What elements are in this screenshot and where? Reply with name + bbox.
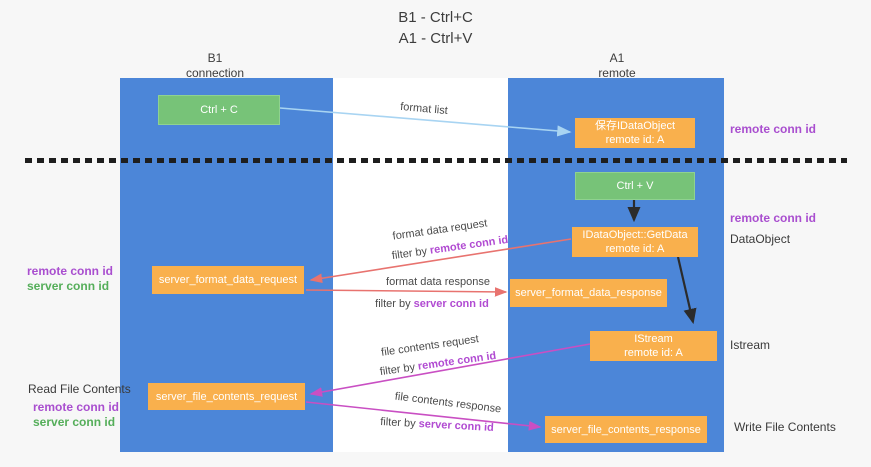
node-idataobject-getdata-line1: IDataObject::GetData xyxy=(582,229,688,241)
left-label-remote-conn-id-1: remote conn id xyxy=(27,264,114,278)
node-server-file-contents-request: server_file_contents_request xyxy=(148,383,305,410)
node-istream: IStream remote id: A xyxy=(590,331,717,361)
node-ctrl-c: Ctrl + C xyxy=(158,95,280,125)
lifeline-b1-role: connection xyxy=(185,66,245,80)
lifeline-a1-name: A1 xyxy=(609,51,625,65)
left-label-server-conn-id-1: server conn id xyxy=(27,279,110,293)
node-idataobject-getdata: IDataObject::GetData remote id: A xyxy=(572,227,698,257)
lifeline-header-b1: B1 connection xyxy=(155,51,275,81)
node-istream-line1: IStream xyxy=(634,333,673,345)
lifeline-a1-role: remote xyxy=(598,66,636,80)
caption-format-data-response: format data response xyxy=(386,276,490,288)
node-idataobject-getdata-line2: remote id: A xyxy=(605,243,665,255)
left-label-remote-conn-id-2: remote conn id xyxy=(33,400,120,414)
right-label-remote-conn-id-2: remote conn id xyxy=(730,211,817,225)
node-save-idataobject: 保存IDataObject remote id: A xyxy=(575,118,695,148)
node-ctrl-v-label: Ctrl + V xyxy=(616,180,654,192)
node-server-format-data-request-label: server_format_data_request xyxy=(158,274,298,286)
left-label-server-conn-id-2: server conn id xyxy=(33,415,116,429)
left-label-read-file-contents: Read File Contents xyxy=(28,382,131,396)
node-save-idataobject-line1: 保存IDataObject xyxy=(594,120,676,132)
diagram-title: B1 - Ctrl+C A1 - Ctrl+V xyxy=(0,7,871,49)
node-ctrl-c-label: Ctrl + C xyxy=(200,104,238,116)
right-label-write-file-contents: Write File Contents xyxy=(734,420,836,434)
filter-prefix: filter by xyxy=(375,298,411,310)
filter-server-conn-id: server conn id xyxy=(413,298,489,310)
node-server-format-data-response-label: server_format_data_response xyxy=(515,287,662,299)
right-label-dataobject: DataObject xyxy=(730,232,791,246)
lifeline-b1-name: B1 xyxy=(207,51,223,65)
filter-prefix: filter by xyxy=(379,416,416,430)
title-line-1: B1 - Ctrl+C xyxy=(398,9,473,26)
node-server-file-contents-response: server_file_contents_response xyxy=(545,416,707,443)
phase-separator-dashed-line xyxy=(25,158,847,163)
right-label-istream: Istream xyxy=(730,338,771,352)
right-label-remote-conn-id-1: remote conn id xyxy=(730,122,817,136)
node-server-file-contents-response-label: server_file_contents_response xyxy=(551,423,701,436)
node-server-format-data-response: server_format_data_response xyxy=(510,279,667,307)
node-server-format-data-request: server_format_data_request xyxy=(152,266,304,294)
node-istream-line2: remote id: A xyxy=(624,347,683,359)
node-save-idataobject-line2: remote id: A xyxy=(605,134,665,146)
node-server-file-contents-request-label: server_file_contents_request xyxy=(155,390,298,403)
node-ctrl-v: Ctrl + V xyxy=(575,172,695,200)
title-line-2: A1 - Ctrl+V xyxy=(398,30,473,47)
lifeline-header-a1: A1 remote xyxy=(557,51,677,81)
